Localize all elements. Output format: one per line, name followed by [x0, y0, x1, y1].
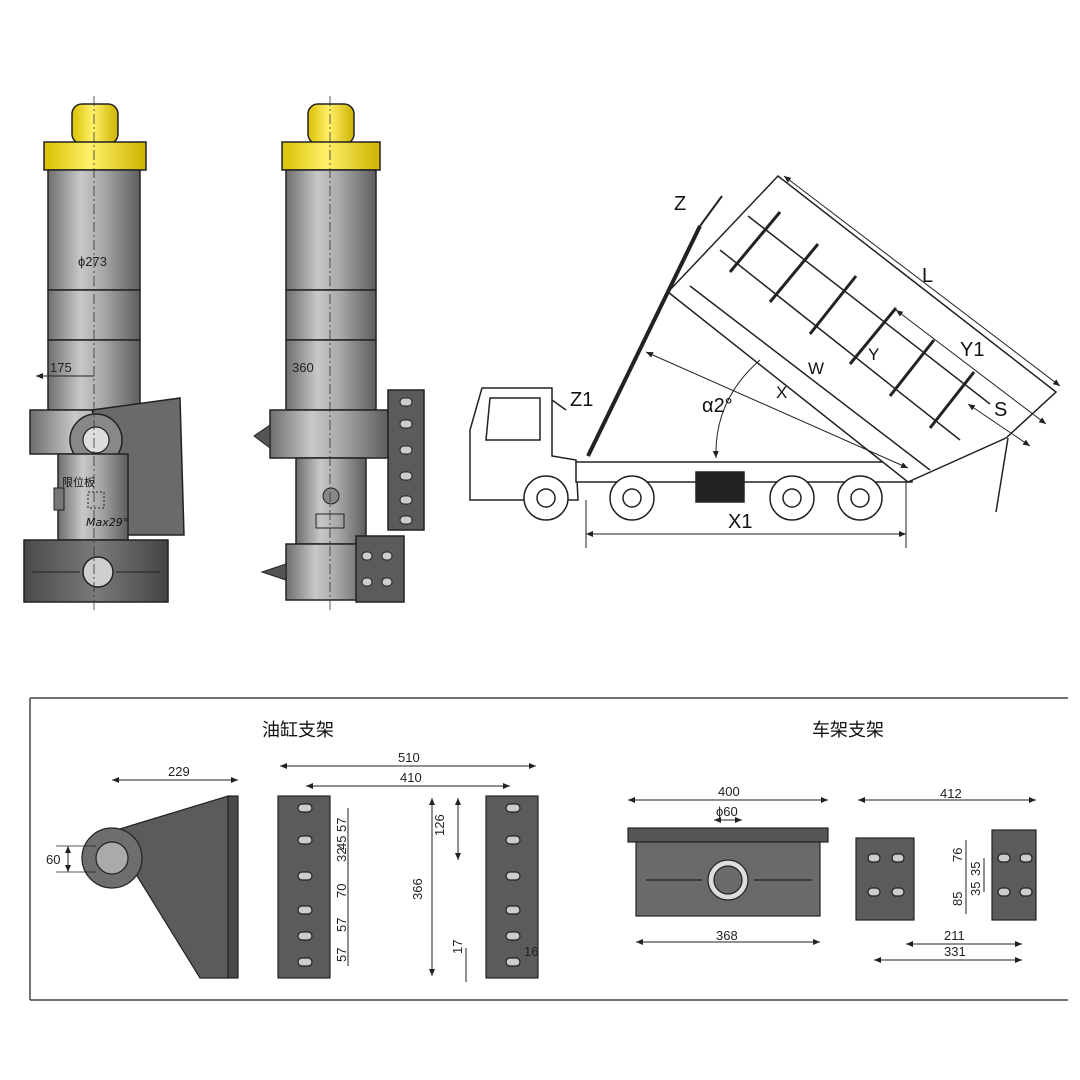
cylinder-bracket-plates	[277, 763, 539, 982]
y-label: Y	[868, 345, 879, 364]
y1-label: Y1	[960, 339, 984, 361]
dim-45: 45	[334, 836, 349, 850]
dim-35-a: 35	[968, 862, 983, 876]
max-angle-label: Max29°	[86, 516, 128, 529]
dim-331: 331	[944, 944, 966, 959]
truck-labels: Z Z1 L Y1 S Y W X α2° X1	[570, 193, 1007, 533]
x-label: X	[776, 383, 787, 402]
cylinder-bracket-title: 油缸支架	[262, 719, 334, 741]
dim-211: 211	[944, 928, 965, 943]
x1-label: X1	[728, 511, 752, 533]
dim-76: 76	[950, 848, 965, 862]
z-label: Z	[674, 193, 686, 215]
dim-510: 510	[398, 750, 420, 765]
dim-410: 410	[400, 770, 422, 785]
dim-85: 85	[950, 892, 965, 906]
limit-plate-label: 限位板	[62, 475, 95, 489]
dim-368: 368	[716, 928, 738, 943]
alpha-label: α2°	[702, 395, 733, 417]
l-label: L	[922, 265, 933, 287]
cylinder-front-view: 175 ϕ273 限位板 Max29°	[23, 96, 185, 610]
dim-366: 366	[410, 878, 425, 900]
frame-bracket-side	[855, 797, 1037, 963]
dim-60: 60	[46, 852, 60, 867]
s-label: S	[994, 399, 1007, 421]
z1-label: Z1	[570, 389, 593, 411]
dim-35-b: 35	[968, 882, 983, 896]
dim-126: 126	[432, 814, 447, 836]
diameter-label: ϕ273	[78, 254, 107, 269]
offset-175-label: 175	[50, 360, 72, 375]
dim-229: 229	[168, 764, 190, 779]
dim-400: 400	[718, 784, 740, 799]
dim-70: 70	[334, 884, 349, 898]
length-360-label: 360	[292, 360, 314, 375]
frame-bracket-title: 车架支架	[812, 720, 884, 741]
dim-412: 412	[940, 786, 962, 801]
dump-truck-diagram	[469, 174, 1061, 548]
dim-32: 32	[334, 848, 349, 862]
dim-57-c: 57	[334, 948, 349, 962]
w-label: W	[808, 359, 824, 378]
dim-57-a: 57	[334, 818, 349, 832]
dim-bore-60: ϕ60	[716, 804, 738, 819]
cylinder-bracket-side	[56, 777, 239, 979]
dim-17: 17	[450, 940, 465, 954]
dim-57-b: 57	[334, 918, 349, 932]
frame-bracket-front	[627, 797, 829, 945]
cylinder-side-view: 360	[253, 96, 425, 610]
dim-16: 16	[524, 944, 538, 959]
